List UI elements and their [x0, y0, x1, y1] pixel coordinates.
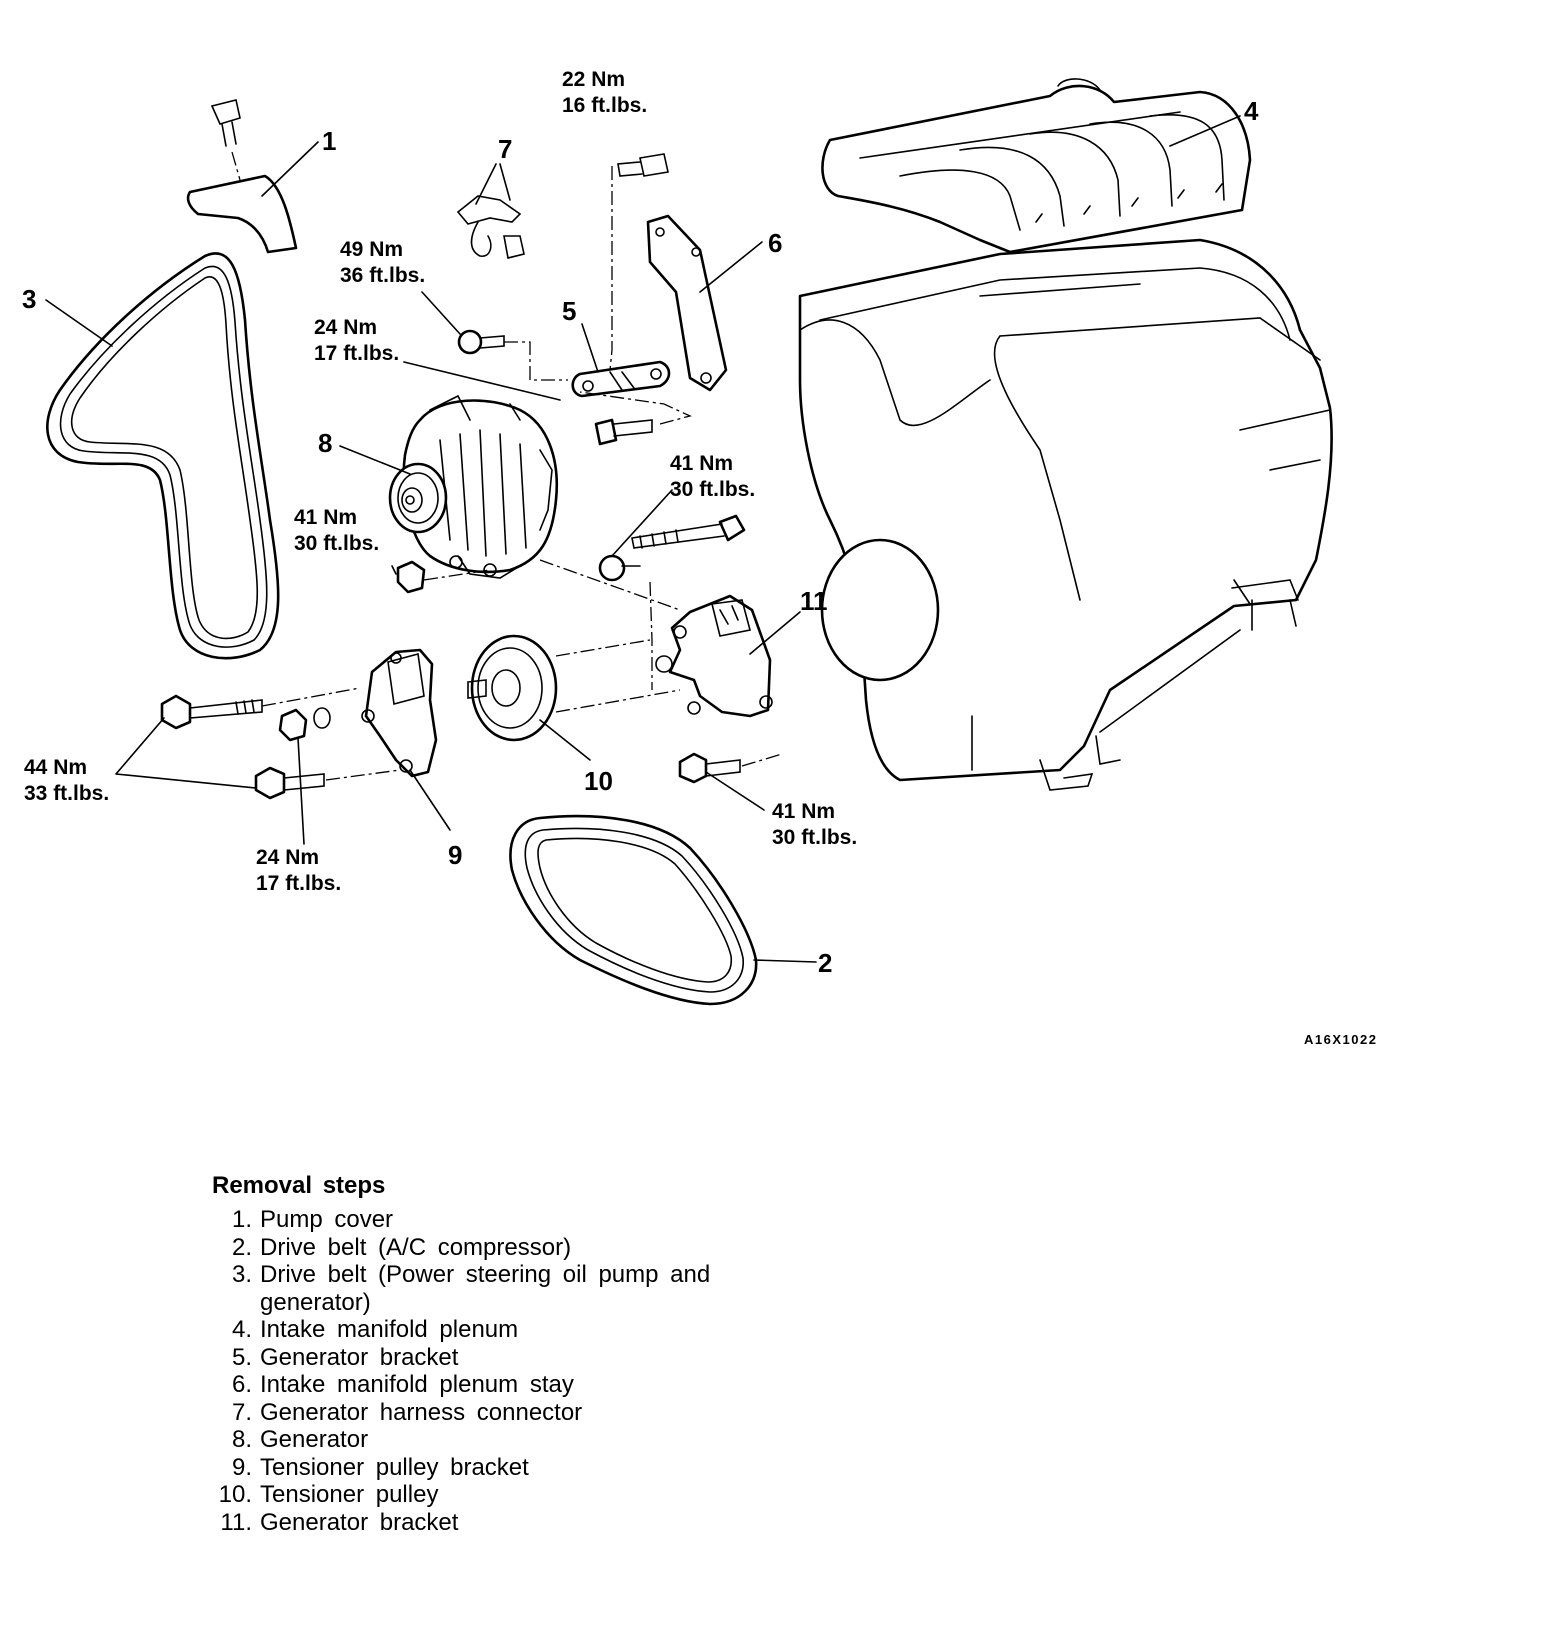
bolt-41nm-lower — [678, 752, 783, 784]
nut-24nm-lower — [278, 707, 331, 742]
bolt-41nm-middle — [598, 554, 653, 690]
step-number: 5. — [231, 1343, 252, 1371]
step-number: 4. — [231, 1316, 252, 1343]
step-text: Tensioner pulley bracket — [260, 1453, 529, 1481]
pump-cover — [186, 99, 298, 254]
leader-lines — [45, 115, 1241, 963]
list-item: 8. Generator — [212, 1426, 772, 1454]
list-item: 10. Tensioner pulley — [212, 1481, 772, 1509]
list-item: 7. Generator harness connector — [212, 1399, 772, 1427]
callout-3: 3 — [22, 284, 36, 314]
callout-6: 6 — [768, 228, 782, 258]
step-text: Drive belt (Power steering oil pump and … — [260, 1261, 711, 1316]
drive-belt-ac — [509, 814, 758, 1006]
bolt-44nm-long — [160, 687, 361, 730]
step-text: Drive belt (A/C compressor) — [260, 1233, 572, 1261]
nut-41nm-left — [396, 560, 491, 594]
step-text: Generator bracket — [260, 1508, 459, 1536]
intake-manifold-plenum — [821, 78, 1252, 254]
list-item: 5. Generator bracket — [212, 1344, 772, 1372]
removal-steps-title: Removal steps — [212, 1172, 386, 1199]
generator-harness-connector — [456, 163, 525, 259]
callout-8: 8 — [318, 428, 332, 458]
bolt-22nm — [609, 153, 669, 371]
callout-11: 11 — [800, 586, 828, 616]
step-text: Tensioner pulley — [260, 1481, 439, 1508]
intake-manifold-plenum-stay — [646, 214, 728, 392]
step-number: 7. — [231, 1398, 252, 1426]
step-text: Pump cover — [260, 1206, 394, 1233]
step-number: 11. — [220, 1508, 252, 1536]
step-number: 3. — [231, 1261, 252, 1288]
bolt-41nm-long — [539, 514, 746, 611]
callout-1: 1 — [322, 126, 336, 156]
generator — [388, 394, 558, 579]
step-text: Intake manifold plenum — [260, 1316, 519, 1343]
step-number: 9. — [231, 1453, 252, 1481]
step-number: 6. — [231, 1371, 252, 1398]
engine-block — [798, 238, 1333, 791]
step-text: Intake manifold plenum stay — [260, 1371, 574, 1398]
callout-10: 10 — [584, 766, 613, 796]
list-item: 9. Tensioner pulley bracket — [212, 1454, 772, 1482]
step-number: 10. — [218, 1481, 252, 1508]
bolt-24nm-upper — [579, 391, 692, 446]
list-item: 1. Pump cover — [212, 1206, 772, 1234]
step-number: 8. — [231, 1426, 252, 1453]
generator-bracket-lower — [655, 594, 773, 718]
step-text: Generator — [260, 1426, 369, 1453]
list-item: 11. Generator bracket — [212, 1509, 772, 1537]
callout-4: 4 — [1244, 96, 1259, 126]
figure-code: A16X1022 — [1304, 1032, 1377, 1047]
removal-steps-list: 1. Pump cover 2. Drive belt (A/C compresso… — [212, 1206, 772, 1536]
list-item: 4. Intake manifold plenum — [212, 1316, 772, 1344]
list-item: 6. Intake manifold plenum stay — [212, 1371, 772, 1399]
removal-steps: Removal steps 1. Pump cover 2. Drive belt … — [212, 1172, 772, 1536]
bolt-44nm-short — [254, 766, 401, 800]
callout-9: 9 — [448, 840, 462, 870]
callout-7: 7 — [498, 134, 512, 164]
list-item: 2. Drive belt (A/C compressor) — [212, 1234, 772, 1262]
tensioner-pulley — [467, 634, 681, 742]
generator-bracket-upper — [571, 360, 671, 398]
list-item: 3. Drive belt (Power steering oil pump an… — [212, 1261, 772, 1316]
callout-5: 5 — [562, 296, 576, 326]
step-text: Generator harness connector — [260, 1398, 583, 1426]
tensioner-pulley-bracket — [361, 648, 438, 778]
step-text: Generator bracket — [260, 1343, 459, 1371]
step-number: 1. — [231, 1206, 252, 1233]
callout-2: 2 — [818, 948, 832, 978]
bolt-49nm — [457, 329, 568, 381]
drive-belt-power-steering — [46, 252, 280, 660]
step-number: 2. — [231, 1233, 252, 1261]
